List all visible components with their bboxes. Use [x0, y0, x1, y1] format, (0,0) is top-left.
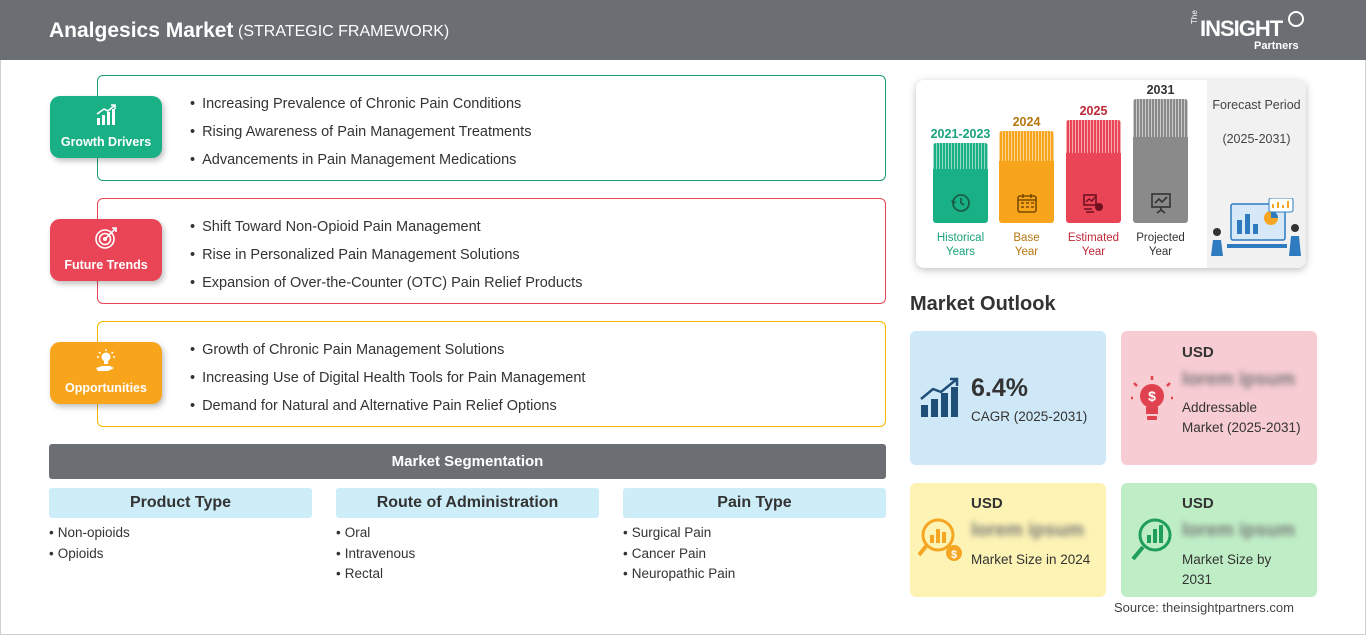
insight-partners-logo[interactable]: The INSIGHT Partners [1190, 10, 1310, 54]
timeline-year: 2031 [1146, 83, 1175, 97]
cagr-label: CAGR (2025-2031) [971, 409, 1088, 424]
lightbulb-hand-icon [96, 349, 115, 371]
timeline-year: 2025 [1079, 104, 1108, 118]
list-item: Rising Awareness of Pain Management Trea… [190, 124, 531, 152]
size-2024-value: lorem ipsum [971, 520, 1084, 541]
logo-partners-text: Partners [1254, 40, 1299, 52]
svg-text:$: $ [951, 549, 957, 561]
market-size-2024-card: $ USD lorem ipsum Market Size in 2024 [910, 483, 1106, 597]
segment-product-type: Product Type Non-opioids Opioids [49, 488, 312, 566]
segment-heading: Route of Administration [336, 488, 599, 518]
market-outlook-title: Market Outlook [910, 293, 1056, 315]
list-item: Increasing Use of Digital Health Tools f… [190, 370, 585, 398]
list-item: Expansion of Over-the-Counter (OTC) Pain… [190, 275, 582, 303]
list-item: Oral [336, 525, 599, 546]
logo-the-text: The [1190, 10, 1199, 24]
header-bar: Analgesics Market (STRATEGIC FRAMEWORK) … [0, 0, 1366, 60]
list-item: Opioids [49, 546, 312, 567]
growth-drivers-box: Increasing Prevalence of Chronic Pain Co… [97, 75, 886, 181]
timeline-bar [1133, 99, 1188, 223]
page-subtitle: (STRATEGIC FRAMEWORK) [238, 23, 450, 40]
list-item: Rise in Personalized Pain Management Sol… [190, 247, 582, 275]
future-trends-label: Future Trends [64, 258, 148, 272]
opportunities-label: Opportunities [65, 381, 147, 395]
growth-drivers-list: Increasing Prevalence of Chronic Pain Co… [190, 96, 531, 180]
source-text: Source: theinsightpartners.com [1114, 600, 1294, 615]
size-2031-usd: USD [1182, 495, 1214, 512]
magnifier-growth-icon [1131, 518, 1172, 561]
magnifier-chart-icon: $ [918, 518, 962, 561]
addressable-label: Addressable Market (2025-2031) [1182, 400, 1301, 435]
timeline-bar [1066, 120, 1121, 223]
list-item: Increasing Prevalence of Chronic Pain Co… [190, 96, 531, 124]
estimate-icon [1082, 194, 1103, 213]
size-2031-label: Market Size by 2031 [1182, 552, 1272, 587]
calendar-icon [1016, 194, 1037, 213]
addressable-market-card: $ USD lorem ipsum Addressable Market (20… [1121, 331, 1317, 465]
logo-insight-text: INSIGHT [1200, 16, 1283, 41]
timeline-year: 2021-2023 [930, 127, 991, 141]
list-item: Advancements in Pain Management Medicati… [190, 152, 531, 180]
forecast-period: (2025-2031) [1222, 132, 1291, 146]
opportunities-box: Growth of Chronic Pain Management Soluti… [97, 321, 886, 427]
presentation-chart-icon [1150, 193, 1171, 214]
list-item: Neuropathic Pain [623, 566, 886, 587]
list-item: Demand for Natural and Alternative Pain … [190, 398, 585, 426]
list-item: Surgical Pain [623, 525, 886, 546]
growth-chart-icon [920, 377, 959, 417]
size-2024-usd: USD [971, 495, 1003, 512]
segment-list: Oral Intravenous Rectal [336, 525, 599, 587]
market-size-2031-card: USD lorem ipsum Market Size by 2031 [1121, 483, 1317, 597]
addressable-value: lorem ipsum [1182, 369, 1295, 390]
segment-list: Surgical Pain Cancer Pain Neuropathic Pa… [623, 525, 886, 587]
bar-hatch [933, 143, 988, 169]
timeline-bar [999, 131, 1054, 223]
logo-ring-icon [1288, 11, 1304, 27]
segment-heading: Product Type [49, 488, 312, 518]
list-item: Non-opioids [49, 525, 312, 546]
growth-drivers-tag: Growth Drivers [50, 96, 162, 158]
bar-hatch [1066, 120, 1121, 153]
svg-text:$: $ [1148, 388, 1156, 404]
list-item: Intravenous [336, 546, 599, 567]
list-item: Growth of Chronic Pain Management Soluti… [190, 342, 585, 370]
future-trends-tag: Future Trends [50, 219, 162, 281]
list-item: Rectal [336, 566, 599, 587]
future-trends-box: Shift Toward Non-Opioid Pain Management … [97, 198, 886, 304]
history-icon [950, 194, 970, 212]
segment-heading: Pain Type [623, 488, 886, 518]
cagr-value: 6.4% [971, 374, 1028, 402]
addressable-usd: USD [1182, 344, 1214, 361]
analytics-team-icon [1211, 198, 1301, 256]
segment-list: Non-opioids Opioids [49, 525, 312, 566]
dollar-lightbulb-icon: $ [1131, 376, 1173, 420]
bar-hatch [999, 131, 1054, 161]
timeline-bar [933, 143, 988, 223]
bar-hatch [1133, 99, 1188, 137]
segmentation-title: Market Segmentation [49, 444, 886, 479]
cagr-card: 6.4% CAGR (2025-2031) [910, 331, 1106, 465]
growth-chart-icon [96, 104, 116, 125]
segment-pain-type: Pain Type Surgical Pain Cancer Pain Neur… [623, 488, 886, 587]
growth-drivers-label: Growth Drivers [60, 135, 152, 149]
timeline-year: 2024 [1012, 115, 1041, 129]
list-item: Cancer Pain [623, 546, 886, 567]
page-title: Analgesics Market [49, 19, 234, 42]
list-item: Shift Toward Non-Opioid Pain Management [190, 219, 582, 247]
opportunities-list: Growth of Chronic Pain Management Soluti… [190, 342, 585, 426]
future-trends-list: Shift Toward Non-Opioid Pain Management … [190, 219, 582, 303]
opportunities-tag: Opportunities [50, 342, 162, 404]
size-2031-value: lorem ipsum [1182, 520, 1295, 541]
forecast-title: Forecast Period [1212, 98, 1301, 112]
size-2024-label: Market Size in 2024 [971, 552, 1091, 567]
target-icon [95, 227, 117, 249]
segment-route-of-administration: Route of Administration Oral Intravenous… [336, 488, 599, 587]
